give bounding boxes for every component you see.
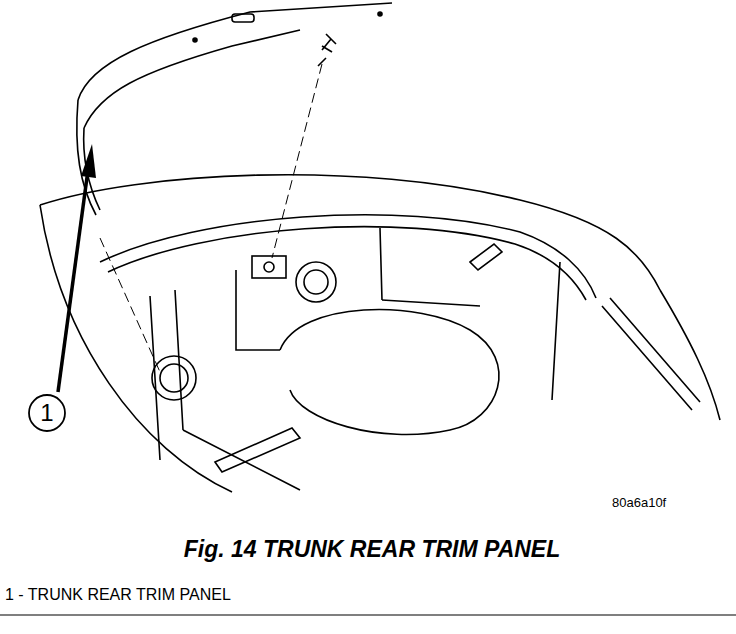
- latch: [264, 262, 274, 272]
- speaker: [304, 270, 328, 294]
- speaker: [296, 262, 336, 302]
- figure-caption: 1 - TRUNK REAR TRIM PANEL: [5, 586, 231, 604]
- latch: [252, 256, 286, 278]
- bracket: [215, 428, 300, 472]
- callout-number: 1: [40, 399, 53, 427]
- speaker: [152, 356, 196, 400]
- body-outline: [40, 175, 660, 290]
- screw-head: [322, 46, 332, 52]
- lid-hole: [193, 38, 197, 42]
- lid-inner-edge: [84, 30, 300, 128]
- bracket: [470, 244, 502, 270]
- leader-line: [58, 170, 88, 392]
- spare-well: [280, 310, 499, 435]
- figure-title: Fig. 14 TRUNK REAR TRIM PANEL: [184, 536, 561, 563]
- lid-hole: [378, 12, 382, 16]
- body-trim-strip: [602, 298, 700, 410]
- trunk-wall: [150, 290, 183, 460]
- trunk-wall: [236, 270, 280, 350]
- body-side: [660, 290, 720, 420]
- rule: [0, 614, 736, 615]
- lid-side-edge: [77, 100, 96, 215]
- screw: [318, 34, 336, 66]
- callout-circle: [29, 395, 65, 431]
- trunk-wall: [380, 228, 560, 400]
- trunk-floor: [183, 300, 480, 490]
- lid-slot: [232, 14, 254, 22]
- opening-rim-inner: [108, 227, 586, 300]
- speaker: [160, 364, 188, 392]
- leader-arrowhead: [81, 144, 96, 178]
- body-side: [40, 205, 232, 492]
- figure-code: 80a6a10f: [612, 495, 666, 510]
